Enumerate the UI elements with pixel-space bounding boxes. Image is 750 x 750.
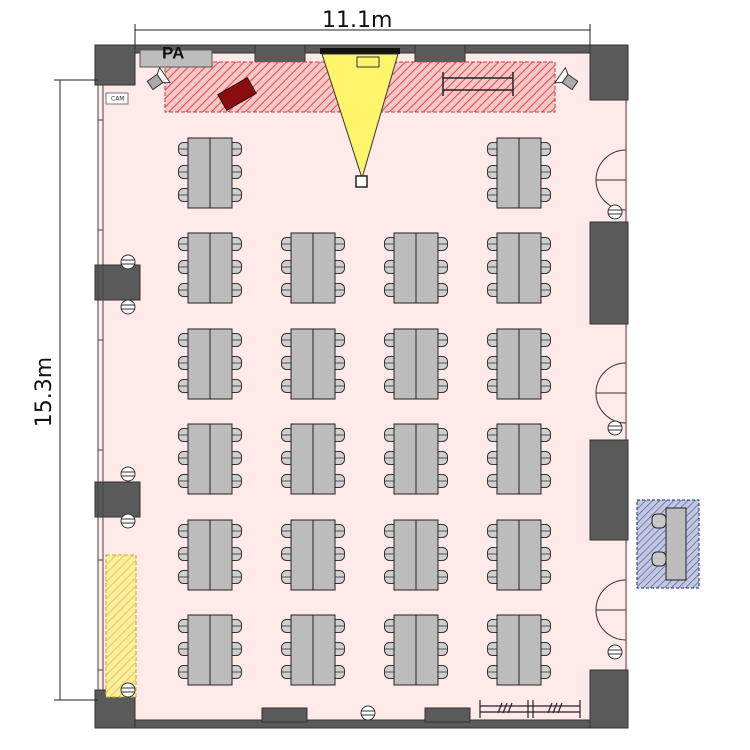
table-block[interactable] (487, 614, 551, 686)
table (415, 519, 439, 591)
speaker-left-icon (146, 66, 171, 91)
table (518, 614, 542, 686)
table-block[interactable] (178, 328, 242, 400)
table (209, 137, 233, 209)
speaker-right-icon (554, 66, 579, 91)
lectern-icon[interactable] (217, 77, 257, 111)
table (187, 328, 211, 400)
table-block[interactable] (178, 519, 242, 591)
storage-area (105, 554, 137, 698)
table (187, 614, 211, 686)
projector-beam (321, 53, 399, 180)
camera-box (105, 92, 129, 105)
table (496, 423, 520, 495)
table (187, 519, 211, 591)
stage-rail (442, 72, 514, 96)
table (496, 328, 520, 400)
table (209, 328, 233, 400)
screen-control-box (356, 56, 380, 68)
table (393, 519, 417, 591)
table-block[interactable] (487, 137, 551, 209)
table (415, 423, 439, 495)
table-block[interactable] (281, 614, 345, 686)
table-block[interactable] (281, 423, 345, 495)
camera-label: CAM (111, 96, 124, 103)
pa-box (139, 49, 213, 68)
table-block[interactable] (178, 137, 242, 209)
projector-icon[interactable] (355, 175, 368, 188)
table (393, 328, 417, 400)
table (290, 614, 314, 686)
seating-area (178, 137, 551, 686)
table (518, 328, 542, 400)
table (187, 137, 211, 209)
table (496, 232, 520, 304)
width-dimension-label: 11.1m (322, 8, 392, 33)
screen (320, 48, 400, 54)
table (290, 232, 314, 304)
table (518, 232, 542, 304)
dimension-lines (54, 24, 591, 701)
table (393, 614, 417, 686)
table (312, 614, 336, 686)
table-block[interactable] (384, 423, 448, 495)
table (209, 232, 233, 304)
table-block[interactable] (384, 328, 448, 400)
table (209, 614, 233, 686)
table-block[interactable] (281, 328, 345, 400)
table (415, 232, 439, 304)
door-2[interactable] (595, 362, 627, 424)
table (393, 232, 417, 304)
door-3[interactable] (595, 579, 627, 641)
table (209, 519, 233, 591)
table (290, 519, 314, 591)
table (393, 423, 417, 495)
table-block[interactable] (487, 232, 551, 304)
table (209, 423, 233, 495)
table (518, 423, 542, 495)
walls (94, 44, 629, 729)
annex-desk (636, 499, 700, 589)
coat-rack (479, 700, 581, 718)
table-block[interactable] (281, 519, 345, 591)
table (187, 423, 211, 495)
table-block[interactable] (281, 232, 345, 304)
table-block[interactable] (487, 423, 551, 495)
table (496, 519, 520, 591)
table (312, 328, 336, 400)
table (415, 328, 439, 400)
table (312, 519, 336, 591)
table-block[interactable] (384, 519, 448, 591)
table-block[interactable] (178, 232, 242, 304)
table (312, 423, 336, 495)
table-block[interactable] (384, 232, 448, 304)
table-block[interactable] (384, 614, 448, 686)
table (496, 137, 520, 209)
pa-label: PA (162, 43, 184, 62)
table-block[interactable] (487, 328, 551, 400)
table (312, 232, 336, 304)
table-block[interactable] (487, 519, 551, 591)
table (290, 328, 314, 400)
table-block[interactable] (178, 423, 242, 495)
table (496, 614, 520, 686)
table (187, 232, 211, 304)
left-wall-lines (97, 85, 104, 690)
table (518, 519, 542, 591)
height-dimension-label: 15.3m (32, 357, 57, 427)
table (415, 614, 439, 686)
table (518, 137, 542, 209)
table (290, 423, 314, 495)
table-block[interactable] (178, 614, 242, 686)
